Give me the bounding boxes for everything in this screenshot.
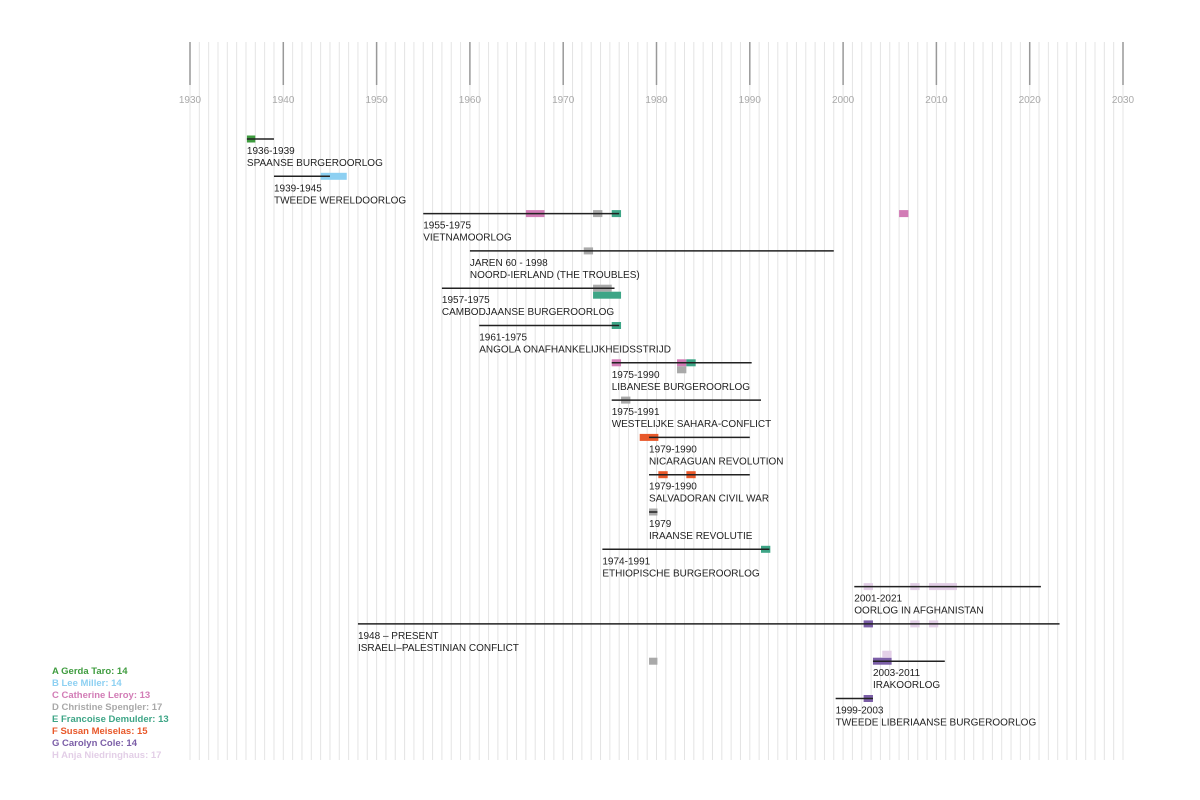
conflict-name: VIETNAMOORLOG xyxy=(423,233,512,244)
legend-item-H: H Anja Niedringhaus: 17 xyxy=(52,750,162,761)
conflict-date: 1979-1990 xyxy=(649,444,697,455)
conflict-date: 1948 – PRESENT xyxy=(358,631,439,642)
tick-label: 2000 xyxy=(832,95,855,106)
conflict-date: 1939-1945 xyxy=(274,183,322,194)
conflict-date: 1975-1991 xyxy=(612,407,660,418)
legend-item-E: E Francoise Demulder: 13 xyxy=(52,714,169,725)
tick-label: 2020 xyxy=(1019,95,1042,106)
conflict-name: TWEEDE LIBERIAANSE BURGEROORLOG xyxy=(836,718,1037,729)
conflict-name: NOORD-IERLAND (THE TROUBLES) xyxy=(470,270,640,281)
conflict-date: 1999-2003 xyxy=(836,706,884,717)
conflict-date: 1979-1990 xyxy=(649,482,697,493)
legend-item-F: F Susan Meiselas: 15 xyxy=(52,726,148,737)
conflict-name: ANGOLA ONAFHANKELIJKHEIDSSTRIJD xyxy=(479,345,671,356)
tick-label: 2030 xyxy=(1112,95,1135,106)
legend-item-D: D Christine Spengler: 17 xyxy=(52,702,163,713)
tick-label: 1960 xyxy=(459,95,482,106)
presence-block-D xyxy=(649,657,658,665)
conflict-name: ISRAELI–PALESTINIAN CONFLICT xyxy=(358,643,519,654)
conflict-date: 2003-2011 xyxy=(873,668,921,679)
conflict-date: 1979 xyxy=(649,519,672,530)
conflict-name: NICARAGUAN REVOLUTION xyxy=(649,456,783,467)
presence-block-H xyxy=(882,650,892,658)
conflict-name: LIBANESE BURGEROORLOG xyxy=(612,382,751,393)
tick-label: 2010 xyxy=(925,95,948,106)
legend-item-C: C Catherine Leroy: 13 xyxy=(52,690,151,701)
legend-item-G: G Carolyn Cole: 14 xyxy=(52,738,137,749)
presence-block-D xyxy=(677,366,687,374)
presence-block-E xyxy=(593,291,622,299)
conflict-date: 1961-1975 xyxy=(479,333,527,344)
presence-block-C xyxy=(899,210,909,218)
conflict-name: IRAANSE REVOLUTIE xyxy=(649,531,753,542)
tick-label: 1940 xyxy=(272,95,295,106)
conflict-date: 1975-1990 xyxy=(612,370,660,381)
conflict-date: 1936-1939 xyxy=(247,146,295,157)
tick-label: 1930 xyxy=(179,95,202,106)
conflict-date: 2001-2021 xyxy=(854,594,902,605)
conflict-name: TWEEDE WERELDOORLOG xyxy=(274,195,406,206)
legend-item-A: A Gerda Taro: 14 xyxy=(52,666,128,677)
conflict-name: CAMBODJAANSE BURGEROORLOG xyxy=(442,307,614,318)
conflict-date: 1955-1975 xyxy=(423,221,471,232)
tick-label: 1980 xyxy=(645,95,668,106)
conflict-date: 1974-1991 xyxy=(602,556,650,567)
tick-label: 1990 xyxy=(739,95,762,106)
conflict-name: IRAKOORLOG xyxy=(873,680,940,691)
conflict-name: SPAANSE BURGEROORLOG xyxy=(247,158,383,169)
tick-label: 1970 xyxy=(552,95,575,106)
tick-label: 1950 xyxy=(365,95,388,106)
conflict-name: WESTELIJKE SAHARA-CONFLICT xyxy=(612,419,771,430)
conflict-name: OORLOG IN AFGHANISTAN xyxy=(854,606,983,617)
presence-block-B xyxy=(320,172,347,180)
conflict-name: SALVADORAN CIVIL WAR xyxy=(649,494,769,505)
legend-item-B: B Lee Miller: 14 xyxy=(52,678,122,689)
conflict-date: 1957-1975 xyxy=(442,295,490,306)
conflict-date: JAREN 60 - 1998 xyxy=(470,258,548,269)
conflict-name: ETHIOPISCHE BURGEROORLOG xyxy=(602,568,759,579)
